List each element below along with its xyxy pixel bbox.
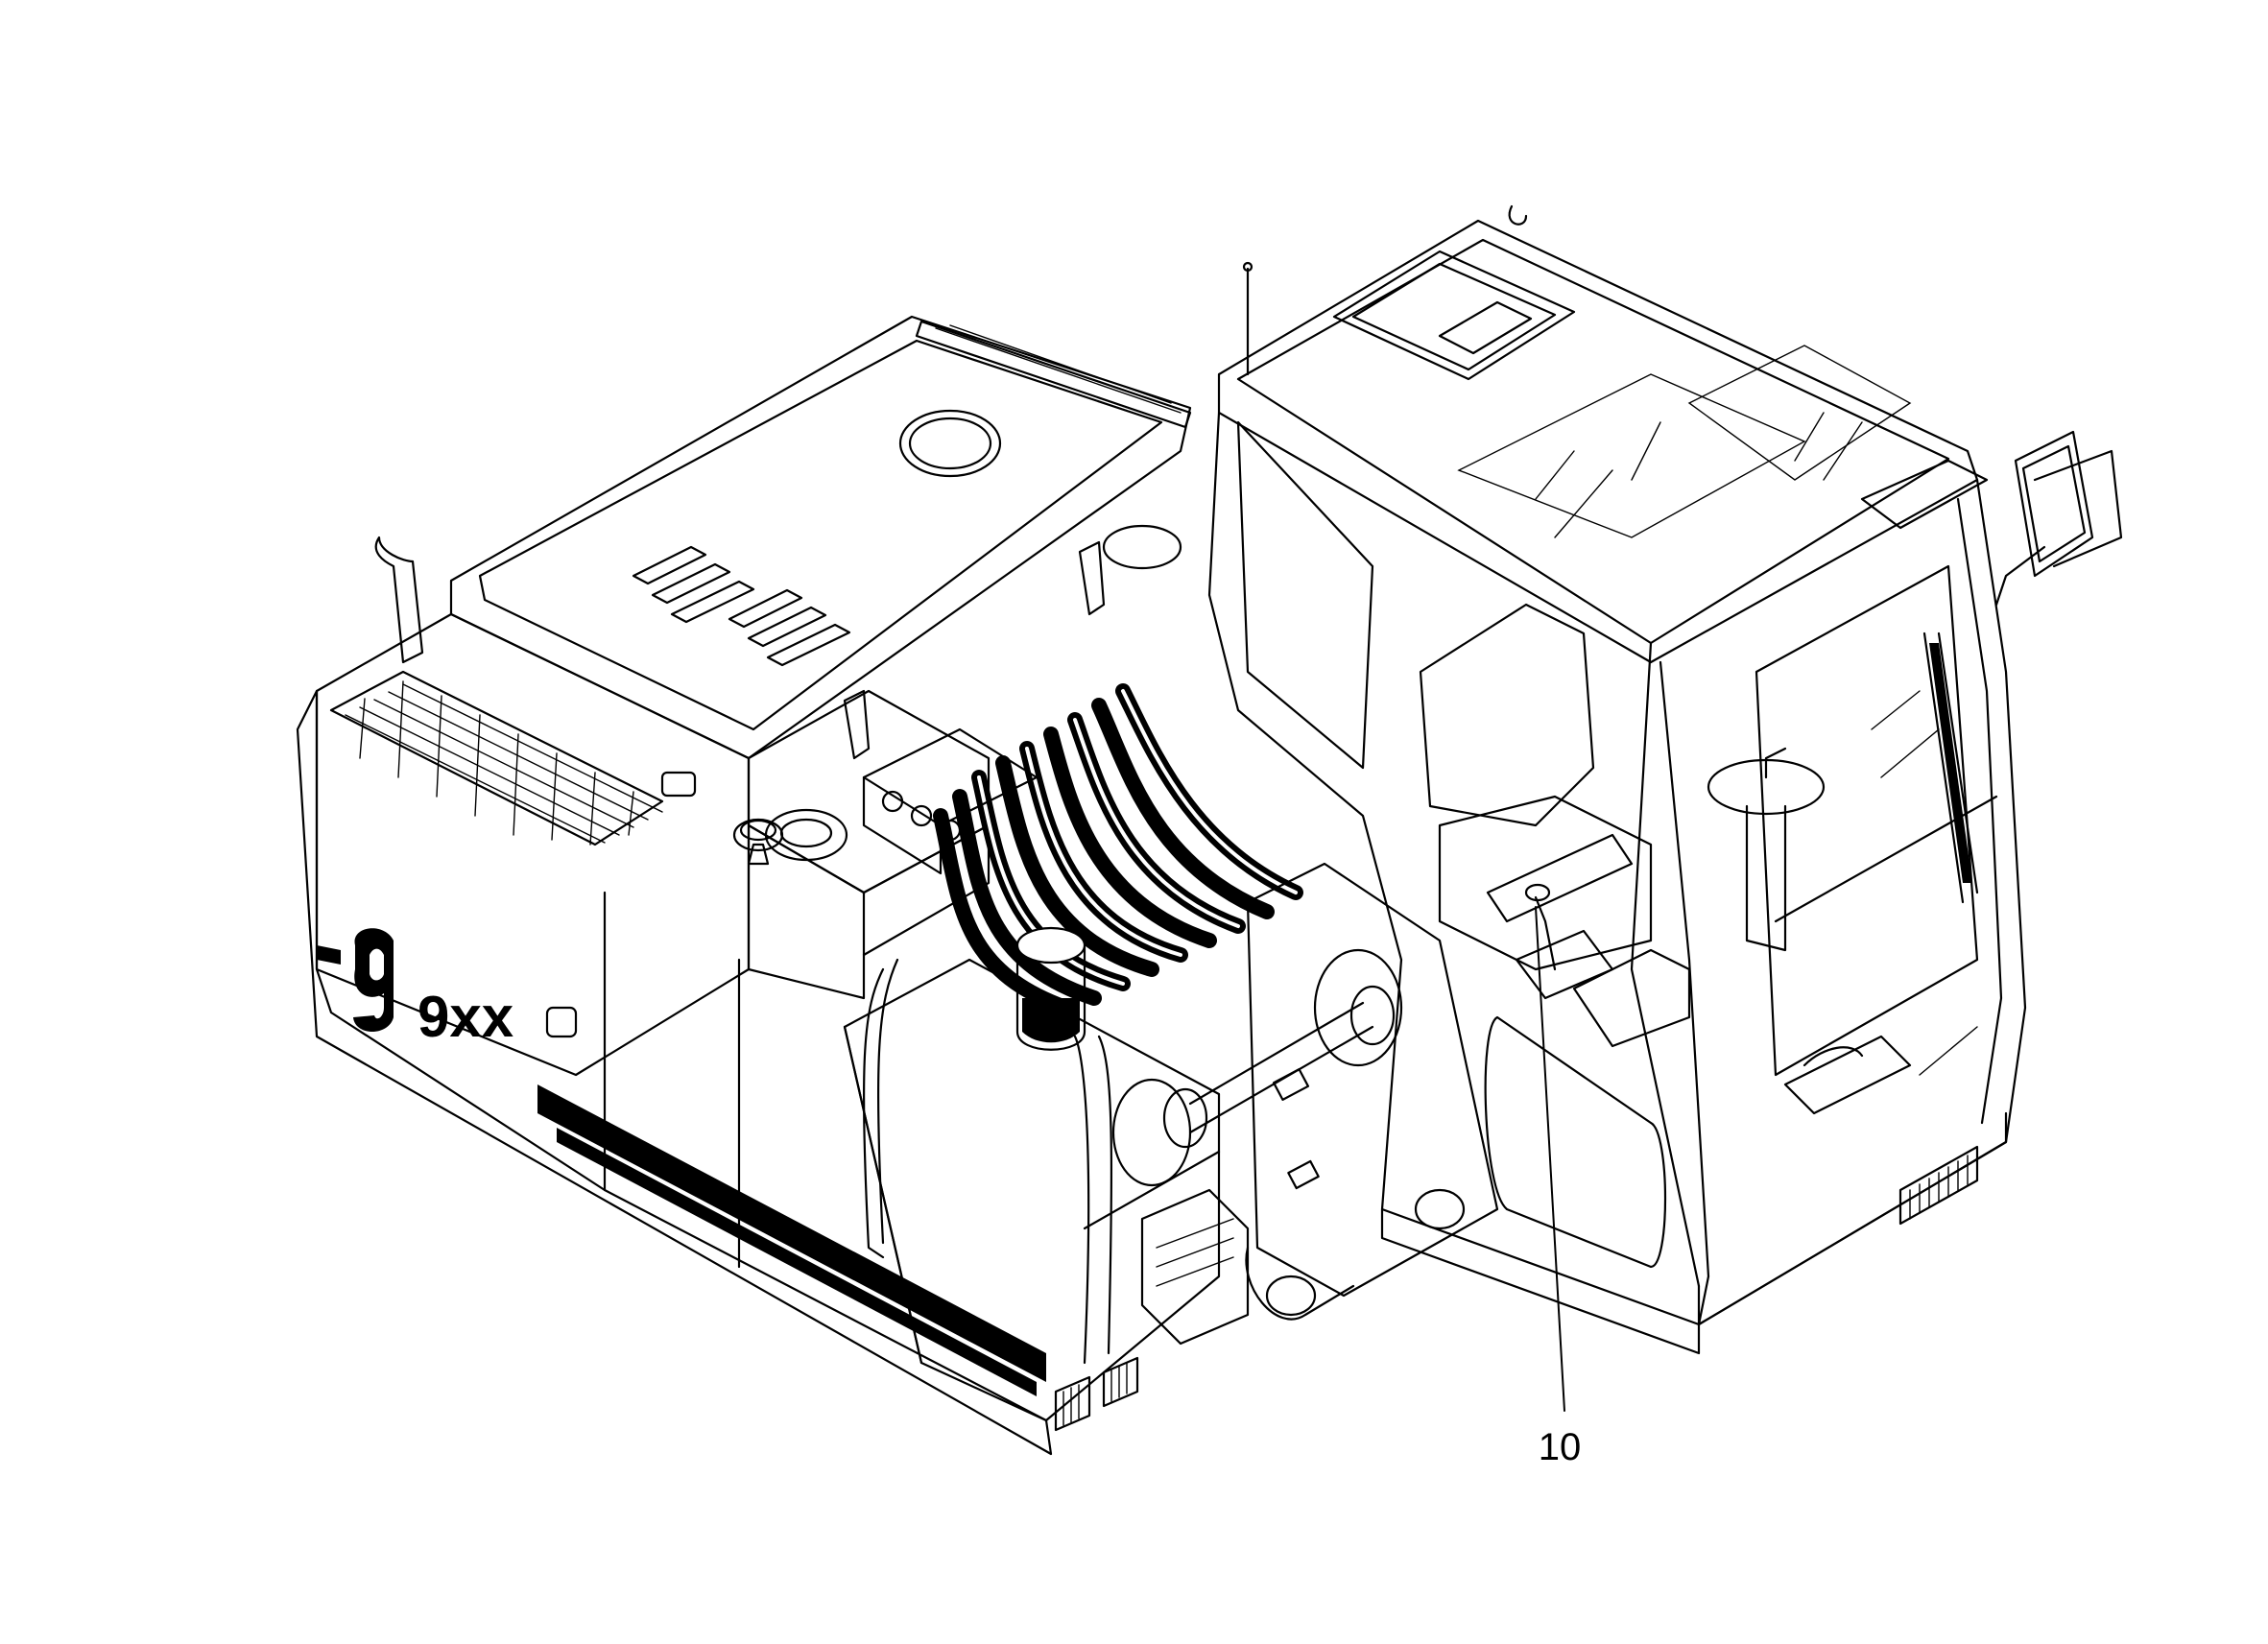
operator-seat — [1419, 603, 1691, 1048]
floor-pedals — [1783, 1035, 1912, 1115]
work-light — [1860, 459, 1989, 530]
model-decal: 9xx — [317, 928, 513, 1049]
callout-leader-line — [1535, 906, 1565, 1412]
hood-vent-slots — [632, 545, 851, 667]
rear-body-panel: 9xx — [296, 612, 1053, 1456]
window-glass-hatching — [1457, 345, 1978, 1076]
decal-text: 9xx — [418, 985, 513, 1049]
top-grille — [915, 320, 1192, 429]
callout-10 — [1535, 906, 1565, 1412]
exhaust-pipe — [374, 536, 424, 664]
side-mirror — [1994, 430, 2123, 607]
cab-lower-grille — [1898, 1145, 1979, 1226]
lower-vent-grille — [1054, 1356, 1139, 1432]
control-valve-block — [862, 727, 1039, 875]
steering-console — [1707, 747, 1826, 952]
roof-hatch — [1332, 250, 1576, 381]
main-frame — [843, 926, 1250, 1432]
operator-cab — [1207, 204, 2027, 1355]
callout-label-10: 10 — [1538, 1426, 1582, 1468]
hydraulic-hose-bundle — [933, 683, 1303, 1015]
filter-cylinder — [1015, 926, 1086, 1051]
side-grille — [329, 670, 664, 846]
joystick-lever — [1515, 883, 1614, 1000]
engine-hood — [374, 315, 1192, 760]
boom-mount — [1111, 862, 1499, 1321]
windshield-wiper — [1922, 631, 1979, 904]
